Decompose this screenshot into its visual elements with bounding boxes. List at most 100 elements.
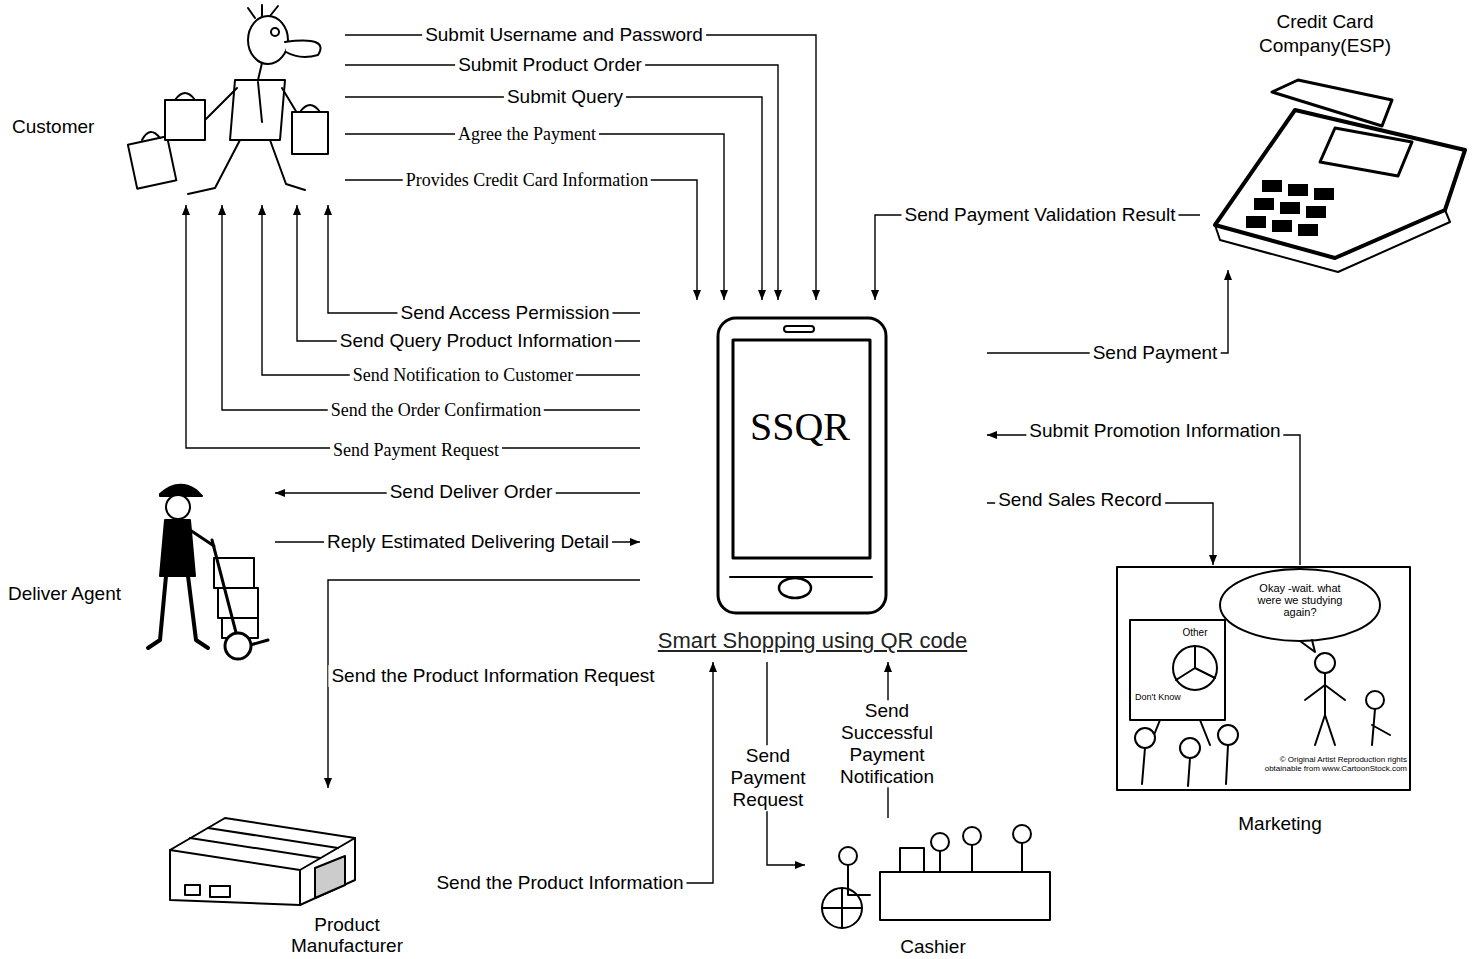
smartphone-part (784, 326, 814, 332)
meeting-cartoon-part (1176, 646, 1215, 680)
customer-figure-part (248, 5, 278, 18)
card-terminal-part-part (1272, 220, 1292, 232)
cashier-scene-part (900, 848, 924, 872)
actor-node: Deliver Agent (5, 478, 275, 663)
customer-figure-part (142, 132, 160, 140)
flow-arrow (345, 35, 816, 300)
flow-label: Send Payment Request (720, 745, 816, 811)
node-label: Marketing (1215, 813, 1345, 836)
node-label: Deliver Agent (8, 583, 121, 606)
warehouse-part (190, 828, 338, 858)
chart-label: Don't Know (1135, 692, 1181, 703)
node-label: Customer (12, 116, 94, 139)
meeting-cartoon-part (1150, 720, 1210, 745)
delivery-figure-part (218, 588, 258, 618)
node-label: Product Manufacturer (262, 914, 432, 956)
flow-arrow (297, 205, 640, 341)
warehouse-part (185, 885, 230, 897)
flow-label: Send the Order Confirmation (328, 400, 544, 421)
card-terminal-part-part (1298, 224, 1318, 236)
meeting-cartoon-part (1315, 653, 1335, 673)
speech-bubble-text: Okay -wait. what were we studying again? (1250, 582, 1350, 618)
flow-arrow (222, 205, 640, 410)
customer-figure-part (188, 140, 305, 194)
meeting-cartoon-part (1135, 728, 1155, 748)
delivery-figure-part (160, 485, 202, 496)
actor-node: Credit Card Company(ESP) (1200, 5, 1476, 270)
customer-figure-part (165, 100, 205, 140)
flow-label: Send Query Product Information (337, 330, 615, 352)
meeting-cartoon-part (1142, 748, 1145, 784)
card-terminal-part (1215, 110, 1465, 258)
card-terminal-part (1320, 128, 1412, 176)
customer-figure-part (128, 136, 176, 188)
flow-arrow (345, 134, 724, 300)
flow-arrow (987, 270, 1228, 353)
customer-figure-part (230, 80, 285, 140)
flow-label: Submit Product Order (455, 54, 645, 76)
cashier-scene-part (822, 888, 862, 928)
actor-node: Cashier (805, 818, 1070, 958)
meeting-cartoon-part (1300, 640, 1315, 652)
customer-figure-part (292, 112, 328, 154)
flow-arrow (435, 662, 713, 883)
card-terminal-part-part (1306, 206, 1326, 218)
cashier-scene (822, 825, 1050, 928)
flow-label: Send Sales Record (995, 489, 1165, 511)
flow-arrow (186, 205, 640, 448)
flow-arrow (345, 97, 762, 300)
card-terminal-part-part (1254, 198, 1274, 210)
flow-label: Send Access Permission (397, 302, 612, 324)
card-terminal-part-part (1246, 216, 1266, 228)
customer-figure-part (285, 41, 321, 57)
flow-label: Send the Product Information Request (328, 665, 657, 687)
customer-figure-part (258, 63, 262, 80)
warehouse (170, 818, 355, 905)
warehouse-part (300, 838, 355, 905)
cashier-scene-part (971, 845, 973, 872)
flow-label: Send Successful Payment Notification (824, 700, 950, 787)
delivery-figure-part (148, 576, 208, 648)
meeting-cartoon (1117, 567, 1410, 790)
flow-label: Submit Promotion Information (1026, 420, 1283, 442)
flow-label: Send Notification to Customer (350, 365, 576, 386)
meeting-cartoon-part (1226, 745, 1228, 784)
meeting-cartoon-part (1366, 691, 1384, 709)
customer-figure-part (258, 82, 262, 122)
flow-arrow (345, 180, 697, 300)
customer-figure-part (248, 16, 288, 64)
node-label: Cashier (873, 937, 993, 956)
flow-arrow (875, 215, 1200, 300)
card-terminal-part (1215, 210, 1450, 272)
meeting-cartoon-part (1220, 569, 1380, 641)
warehouse-part (170, 850, 300, 905)
flow-arrow (345, 65, 778, 300)
actor-node: Customer (5, 5, 345, 205)
card-terminal-part-part (1262, 180, 1282, 192)
meeting-cartoon-part (1173, 646, 1217, 690)
customer-figure-part (271, 28, 279, 36)
node-label: SSQR (725, 403, 875, 451)
cashier-scene-part (931, 833, 949, 851)
flow-label: Provides Credit Card Information (403, 170, 651, 191)
delivery-figure-part (160, 520, 195, 576)
customer-figure-part (300, 105, 320, 112)
flow-label: Send Payment (1090, 342, 1221, 364)
customer-figure (128, 5, 328, 194)
meeting-cartoon-part (1372, 709, 1390, 745)
cashier-scene-part (822, 888, 862, 928)
meeting-cartoon-part (1117, 567, 1410, 790)
flow-label: Submit Query (504, 86, 626, 108)
cashier-scene-part (839, 847, 857, 865)
chart-label: Other (1175, 627, 1215, 639)
flow-label: Send Deliver Order (387, 481, 556, 503)
flow-label: Send Payment Request (330, 440, 502, 461)
node-label: Credit Card Company(ESP) (1240, 10, 1410, 58)
node-label: Smart Shopping using QR code (640, 628, 985, 654)
delivery-figure (148, 485, 268, 659)
delivery-figure-part (225, 633, 251, 659)
card-terminal-part-part (1288, 184, 1308, 196)
cashier-scene-part (1013, 825, 1031, 843)
card-terminal-part (1272, 80, 1392, 126)
flow-arrow (328, 205, 640, 313)
